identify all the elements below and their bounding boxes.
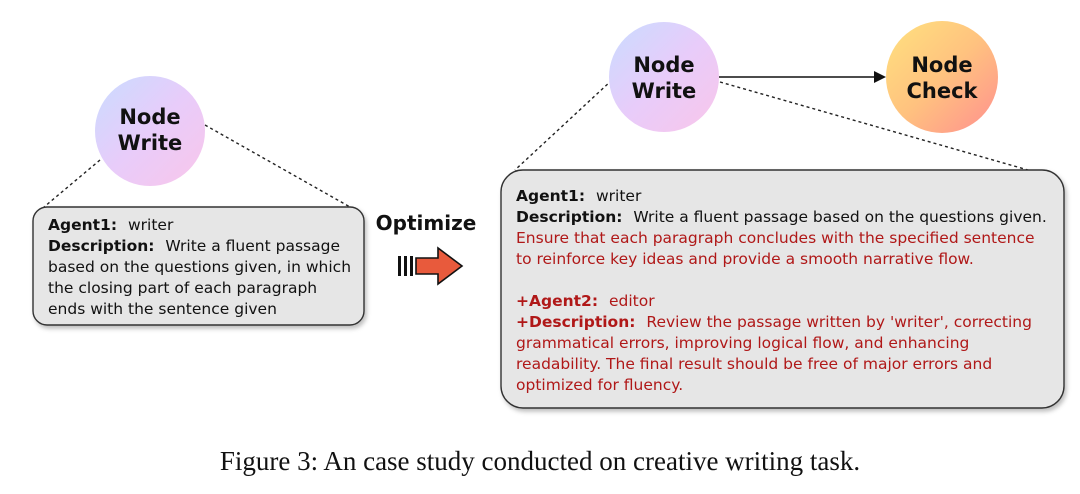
svg-text:Agent1: writer: Agent1: writer: [48, 216, 174, 234]
left-desc-line: the closing part of each paragraph: [48, 279, 317, 297]
left-desc-label: Description:: [48, 237, 154, 255]
right-desc2-line: readability. The final result should be …: [516, 355, 992, 373]
left-agent-label: Agent1:: [48, 216, 117, 234]
left-agent-value: writer: [128, 216, 174, 234]
left-connector-right: [204, 124, 351, 208]
left-desc-line: Write a fluent passage: [165, 237, 340, 255]
right-agent-box: Agent1: writer Description: Write a flue…: [500, 169, 1065, 409]
right-desc2-first: Review the passage written by 'writer', …: [646, 313, 1032, 331]
right-check-node: Node Check: [886, 21, 998, 133]
figure-caption: Figure 3: An case study conducted on cre…: [219, 446, 861, 476]
svg-text:Agent1: writer: Agent1: writer: [516, 187, 642, 205]
right-check-line1: Node: [911, 53, 972, 77]
right-check-line2: Check: [906, 79, 978, 103]
left-node-line2: Write: [118, 131, 183, 155]
svg-text:Description: Write a f: Description: Write a fluent passage: [48, 237, 340, 255]
optimize-label: Optimize: [376, 211, 477, 235]
optimize-arrow-icon: [398, 246, 464, 286]
right-write-line2: Write: [632, 79, 697, 103]
left-desc-line: ends with the sentence given: [48, 300, 277, 318]
left-write-node: Node Write: [95, 76, 205, 186]
svg-text:Description: Write a f: Description: Write a fluent passage base…: [516, 208, 1047, 226]
left-agent-box: Agent1: writer Description: Write a flue…: [32, 206, 365, 326]
right-desc1-label: Description:: [516, 208, 622, 226]
svg-text:+Agent2: editor: +Agent2: editor: [516, 292, 655, 310]
right-desc2-line: grammatical errors, improving logical fl…: [516, 334, 969, 352]
left-node-line1: Node: [119, 105, 180, 129]
right-agent1-value: writer: [596, 187, 642, 205]
right-write-node: Node Write: [609, 22, 719, 132]
right-agent2-value: editor: [609, 292, 655, 310]
diagram-canvas: Node Write Agent1: writer Description: W…: [32, 21, 1065, 409]
right-desc1-red-line: Ensure that each paragraph concludes wit…: [516, 229, 1035, 247]
right-connector-right: [719, 81, 1029, 171]
right-desc1-first: Write a fluent passage based on the ques…: [633, 208, 1046, 226]
left-desc-line: based on the questions given, in which: [48, 258, 351, 276]
right-agent1-label: Agent1:: [516, 187, 585, 205]
left-connector-left: [43, 159, 101, 208]
svg-text:+Description: Review t: +Description: Review the passage written…: [516, 313, 1032, 331]
right-desc2-label: +Description:: [516, 313, 635, 331]
right-desc2-line: optimized for fluency.: [516, 376, 683, 394]
right-connector-left: [514, 79, 613, 171]
right-desc1-red-line: to reinforce key ideas and provide a smo…: [516, 250, 974, 268]
right-write-line1: Node: [633, 53, 694, 77]
right-agent2-label: +Agent2:: [516, 292, 598, 310]
